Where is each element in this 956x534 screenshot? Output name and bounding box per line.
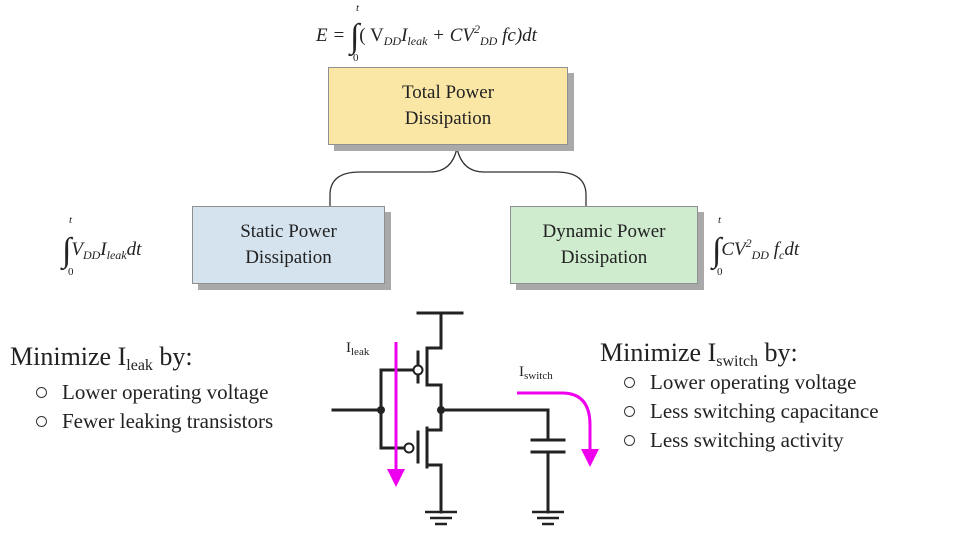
leak-bullet-item: Fewer leaking transistors [36,407,273,436]
total-power-box: Total Power Dissipation [328,67,568,145]
dynamic-box-line1: Dynamic Power [542,221,666,242]
leak-bullet-list: Lower operating voltage Fewer leaking tr… [36,378,273,436]
total-box-line1: Total Power [401,82,495,103]
top-energy-equation: E = ∫( VDDIleak + CV2DD fc)dt [316,18,537,55]
dynamic-eq-lower-limit: 0 [717,266,723,278]
ileak-label: Ileak [346,340,370,358]
leak-bullet-item: Lower operating voltage [36,378,273,407]
static-box-line1: Static Power [240,221,337,242]
static-box-line2: Dissipation [245,247,332,268]
ground-symbol-right [532,510,564,526]
pmos-drain [425,346,443,412]
top-eq-lower-limit: 0 [353,52,359,64]
nmos-gate-bubble [403,442,415,454]
static-power-equation: ∫VDDIleakdt [62,232,142,269]
output-node-dot [437,406,445,414]
dynamic-power-box: Dynamic Power Dissipation [510,206,698,284]
input-node-dot [377,406,385,414]
ground-symbol-left [425,510,457,526]
dynamic-box-line2: Dissipation [560,247,648,268]
total-box-line2: Dissipation [404,108,492,129]
pmos-gate-bubble [412,364,424,376]
switch-bullet-list: Lower operating voltage Less switching c… [624,368,879,455]
dynamic-eq-upper-limit: t [718,214,722,226]
nmos-source [425,463,443,514]
nmos-drain [425,408,443,432]
top-eq-upper-limit: t [356,2,360,14]
switch-bullet-item: Less switching activity [624,426,879,455]
split-connector [329,147,587,206]
switch-current-arrow [517,391,599,467]
static-eq-lower-limit: 0 [68,266,74,278]
minimize-switch-heading: Minimize Iswitch by: [600,338,798,370]
switch-bullet-item: Less switching capacitance [624,397,879,426]
static-eq-upper-limit: t [69,214,73,226]
iswitch-label: Iswitch [519,364,553,382]
switch-bullet-item: Lower operating voltage [624,368,879,397]
minimize-leak-heading: Minimize Ileak by: [10,342,193,374]
static-power-box: Static Power Dissipation [192,206,385,284]
dynamic-power-equation: ∫CV2DD fcdt [712,232,800,269]
